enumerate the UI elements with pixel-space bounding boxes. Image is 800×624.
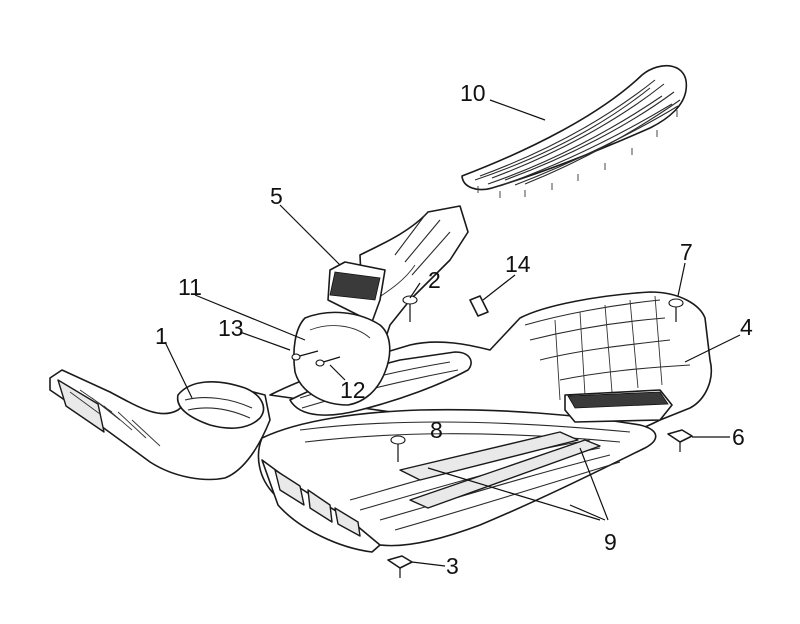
callout-12: 12 <box>340 377 366 403</box>
callout-7: 7 <box>680 239 693 265</box>
callout-13: 13 <box>218 315 244 341</box>
callout-2: 2 <box>428 267 441 293</box>
callout-3: 3 <box>446 553 459 579</box>
part-5-front-pad <box>327 261 386 323</box>
nut-part-3 <box>387 555 413 578</box>
screw-part-7 <box>668 298 684 322</box>
callout-6: 6 <box>732 424 745 450</box>
callout-4: 4 <box>740 314 753 340</box>
callout-14: 14 <box>505 251 531 277</box>
screw-part-8 <box>390 435 406 462</box>
part-11-center-cover <box>293 311 391 406</box>
nut-part-6 <box>667 429 693 452</box>
part-4-step-pad <box>564 389 673 423</box>
callout-9: 9 <box>604 529 617 555</box>
leader-lines <box>164 99 741 567</box>
part-10-floor-mat <box>461 64 688 198</box>
callout-8: 8 <box>430 417 443 443</box>
callout-labels: 10 5 2 14 11 13 1 12 7 4 6 8 9 3 <box>155 80 753 579</box>
part-14-clip <box>469 295 489 317</box>
screw-part-2 <box>402 295 418 322</box>
screws-part-12 <box>291 350 341 367</box>
callout-10: 10 <box>460 80 486 106</box>
callout-1: 1 <box>155 323 168 349</box>
callout-5: 5 <box>270 183 283 209</box>
callout-11: 11 <box>178 274 202 300</box>
